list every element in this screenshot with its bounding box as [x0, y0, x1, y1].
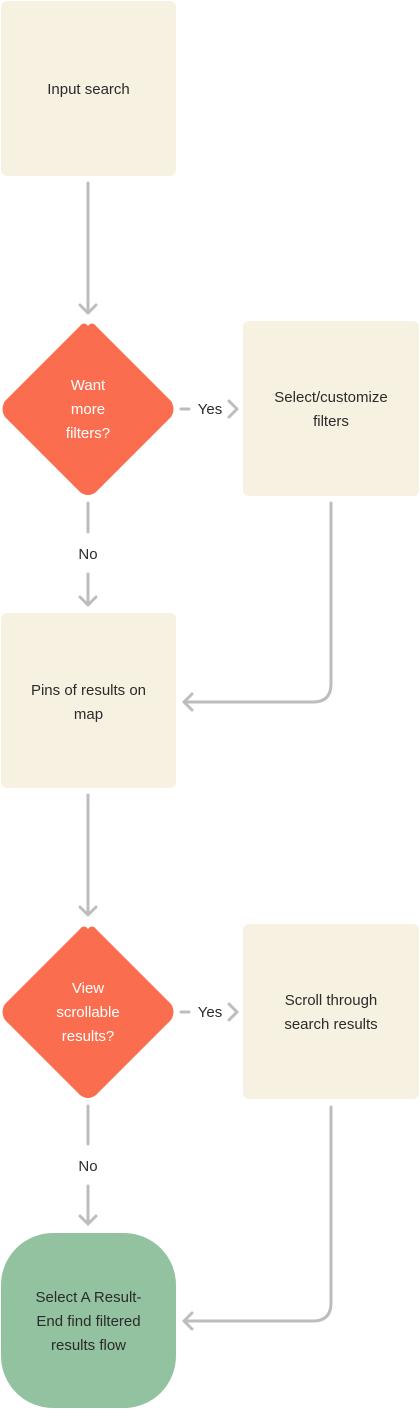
node-label-line: Scroll through	[285, 992, 378, 1009]
connectors	[78, 181, 333, 1331]
node-label-line: Select/customize	[274, 389, 387, 406]
node-label-line: search results	[284, 1016, 377, 1033]
arrow-scroll-yes	[227, 1002, 239, 1022]
node-label-line: Pins of results on	[31, 682, 146, 699]
arrow-scroll-no-bottom	[78, 1184, 98, 1226]
process-box	[1, 613, 176, 788]
node-select-filters: Select/customize filters	[243, 321, 419, 496]
arrow-input-to-decision	[78, 181, 98, 315]
terminal-box	[1, 1233, 176, 1408]
node-label-line: scrollable	[56, 1004, 119, 1021]
node-label-line: filters?	[66, 425, 110, 442]
arrow-scroll-to-end	[182, 1105, 333, 1331]
node-label-line: filters	[313, 413, 349, 430]
node-want-more-filters: Want more filters?	[2, 323, 174, 495]
node-label-line: End find filtered	[36, 1313, 140, 1330]
node-label-line: View	[72, 980, 104, 997]
process-box	[1, 1, 176, 176]
arrow-filters-yes	[227, 399, 239, 419]
decision-diamond	[2, 926, 174, 1098]
node-label-line: more	[71, 401, 105, 418]
node-label-line: results?	[62, 1028, 115, 1045]
node-select-result: Select A Result- End find filtered resul…	[1, 1233, 176, 1408]
process-box	[243, 924, 419, 1099]
process-box	[243, 321, 419, 496]
node-label-line: map	[74, 706, 103, 723]
decision-diamond	[2, 323, 174, 495]
edge-label-filters-yes: Yes	[198, 401, 222, 418]
edge-label-scroll-yes: Yes	[198, 1004, 222, 1021]
arrow-filters-no-bottom	[78, 572, 98, 607]
node-pins-results: Pins of results on map	[1, 613, 176, 788]
node-label-line: Input search	[47, 81, 130, 98]
node-label-line: Select A Result-	[36, 1289, 142, 1306]
node-label-line: Want	[71, 377, 106, 394]
arrow-filters-to-pins	[182, 501, 333, 712]
edge-label-scroll-no: No	[78, 1158, 97, 1175]
node-input-search: Input search	[1, 1, 176, 176]
edge-label-filters-no: No	[78, 546, 97, 563]
arrow-pins-to-decision	[78, 793, 98, 917]
node-view-scrollable: View scrollable results?	[2, 926, 174, 1098]
node-scroll-results: Scroll through search results	[243, 924, 419, 1099]
node-label-line: results flow	[51, 1337, 126, 1354]
